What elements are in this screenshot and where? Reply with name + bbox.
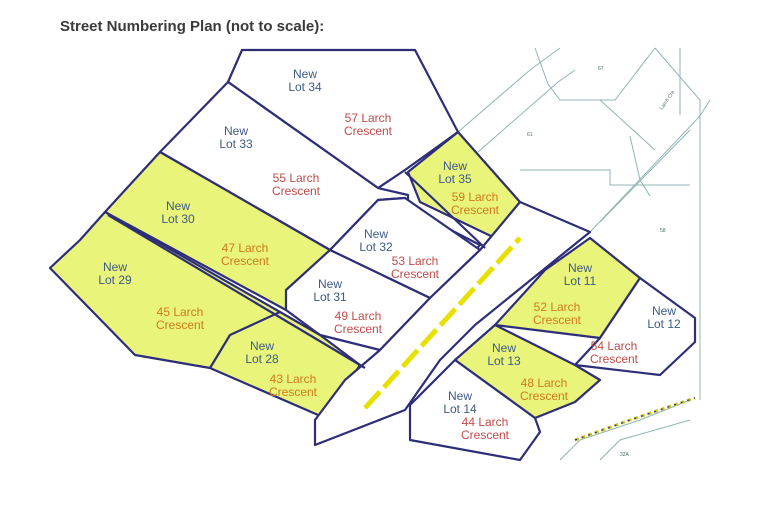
page-title: Street Numbering Plan (not to scale): [60,18,325,35]
background-label: 67 [598,66,604,72]
background-label: 61 [527,132,533,138]
background-label: Larch Cre [659,90,677,112]
lot-35-parcel[interactable] [406,130,522,240]
background-label: 58 [660,228,666,234]
lot-12-parcel[interactable] [573,276,697,377]
dashed-boundary [574,396,696,442]
lot-14-parcel[interactable] [408,358,542,462]
lot-boundary [107,214,366,369]
lot-11-parcel[interactable] [493,236,642,340]
lot-boundary [404,171,486,249]
background-label: 32A [620,452,630,458]
road-centreline [363,236,522,410]
existing-boundaries [457,47,711,461]
